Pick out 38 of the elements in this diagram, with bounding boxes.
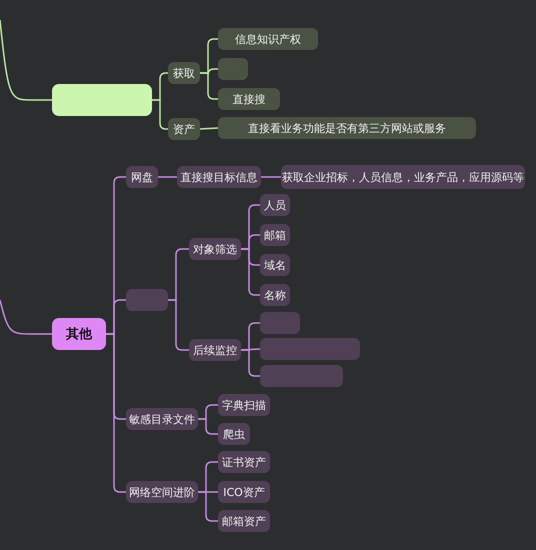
connector-line: [200, 127, 218, 130]
topic-box: [260, 338, 360, 360]
topic-box: 邮箱资产: [218, 510, 270, 532]
connector-line: [158, 176, 177, 178]
topic-box: 直接看业务功能是否有第三方网站或服务: [218, 117, 476, 139]
topic-box: [260, 312, 300, 334]
topic-box: 爬虫: [218, 423, 250, 445]
topic-box: 名称: [260, 284, 290, 306]
topic-box: 域名: [260, 254, 290, 276]
topic-box: [218, 58, 248, 80]
connector-line: [240, 348, 260, 351]
topic-box: 获取: [168, 62, 200, 84]
topic-box: 信息知识产权: [218, 28, 318, 50]
topic-box: 证书资产: [218, 451, 270, 473]
connector-line: [200, 72, 218, 100]
topic-box: [126, 289, 168, 311]
topic-box: 网络空间进阶: [126, 481, 198, 503]
connector-line: [241, 248, 260, 296]
connector-line: [0, 300, 52, 335]
topic-box: 网盘: [126, 166, 158, 188]
central-topic-box: 其他: [52, 318, 106, 350]
topic-box: 对象筛选: [189, 238, 241, 260]
topic-box: [260, 365, 343, 387]
topic-box: ICO资产: [218, 481, 270, 503]
topic-box: 敏感目录文件: [126, 408, 198, 430]
topic-box: 直接搜目标信息: [177, 166, 261, 188]
topic-box: 资产: [168, 118, 200, 140]
connector-line: [261, 176, 281, 178]
connector-line: [241, 349, 260, 377]
topic-box: 获取企业招标，人员信息，业务产品，应用源码等: [281, 165, 525, 189]
topic-box: 人员: [260, 194, 290, 216]
topic-box: 字典扫描: [218, 394, 270, 416]
topic-box: [52, 84, 152, 116]
topic-box: 后续监控: [189, 339, 241, 361]
connector-line: [0, 20, 52, 101]
topic-box: 直接搜: [218, 88, 280, 110]
topic-box: 邮箱: [260, 224, 290, 246]
connector-line: [198, 418, 218, 435]
